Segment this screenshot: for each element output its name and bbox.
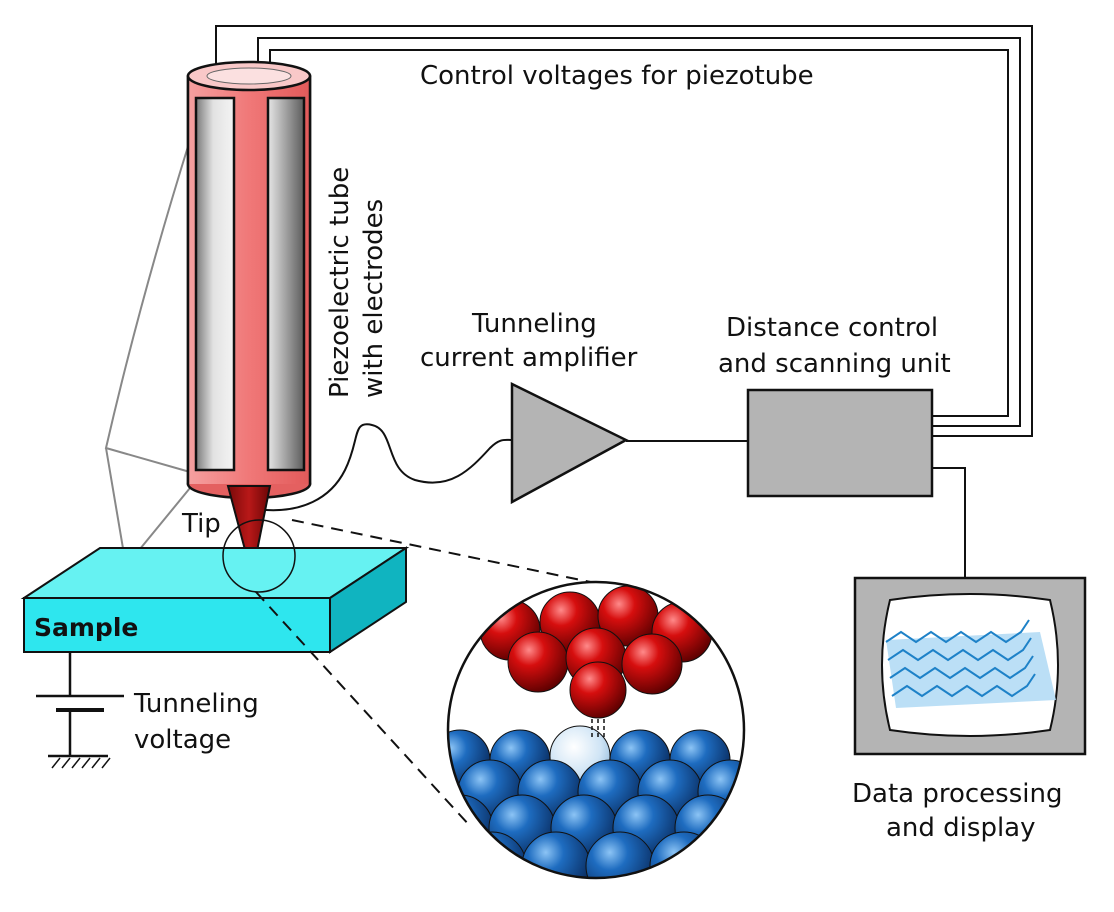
ground-symbol bbox=[51, 757, 111, 769]
control-to-display-wire bbox=[932, 467, 966, 578]
tip-magnifier-ring bbox=[222, 519, 296, 593]
data-display-monitor bbox=[853, 576, 1087, 756]
amplifier-label-line1: Tunneling bbox=[471, 309, 597, 339]
atomic-zoom-inset bbox=[446, 580, 746, 880]
tunneling-voltage-label-line2: voltage bbox=[134, 725, 231, 755]
tunneling-voltage-label-line1: Tunneling bbox=[133, 689, 259, 719]
tip-atoms bbox=[479, 585, 713, 719]
sample-label: Sample bbox=[34, 613, 138, 642]
tunneling-current-amplifier bbox=[510, 381, 629, 505]
amplifier-label-line2: current amplifier bbox=[420, 343, 638, 373]
electrode-right bbox=[266, 96, 306, 472]
tunneling-voltage-source bbox=[36, 652, 124, 758]
distance-control-label-line1: Distance control bbox=[726, 313, 938, 343]
sample-atoms bbox=[448, 725, 744, 878]
tube-support-frame bbox=[104, 139, 191, 569]
sample-block bbox=[20, 546, 410, 654]
piezo-tube-label-line1: Piezoelectric tube bbox=[325, 167, 355, 398]
data-processing-label-line1: Data processing bbox=[852, 779, 1062, 809]
distance-control-unit bbox=[746, 388, 934, 498]
tip-lead-wire bbox=[265, 423, 513, 512]
distance-control-label-line2: and scanning unit bbox=[718, 349, 951, 379]
piezo-tube-label-line2: with electrodes bbox=[359, 199, 389, 398]
electrode-left bbox=[194, 96, 236, 472]
tip-label: Tip bbox=[181, 509, 221, 539]
tip-cone bbox=[226, 485, 272, 577]
tunneling-current-lines bbox=[591, 712, 605, 738]
zoom-guide-lines bbox=[255, 519, 601, 827]
piezoelectric-tube bbox=[186, 60, 312, 500]
screen-scan-traces bbox=[885, 619, 1036, 698]
data-processing-label-line2: and display bbox=[886, 813, 1036, 843]
control-voltages-label: Control voltages for piezotube bbox=[420, 61, 814, 91]
